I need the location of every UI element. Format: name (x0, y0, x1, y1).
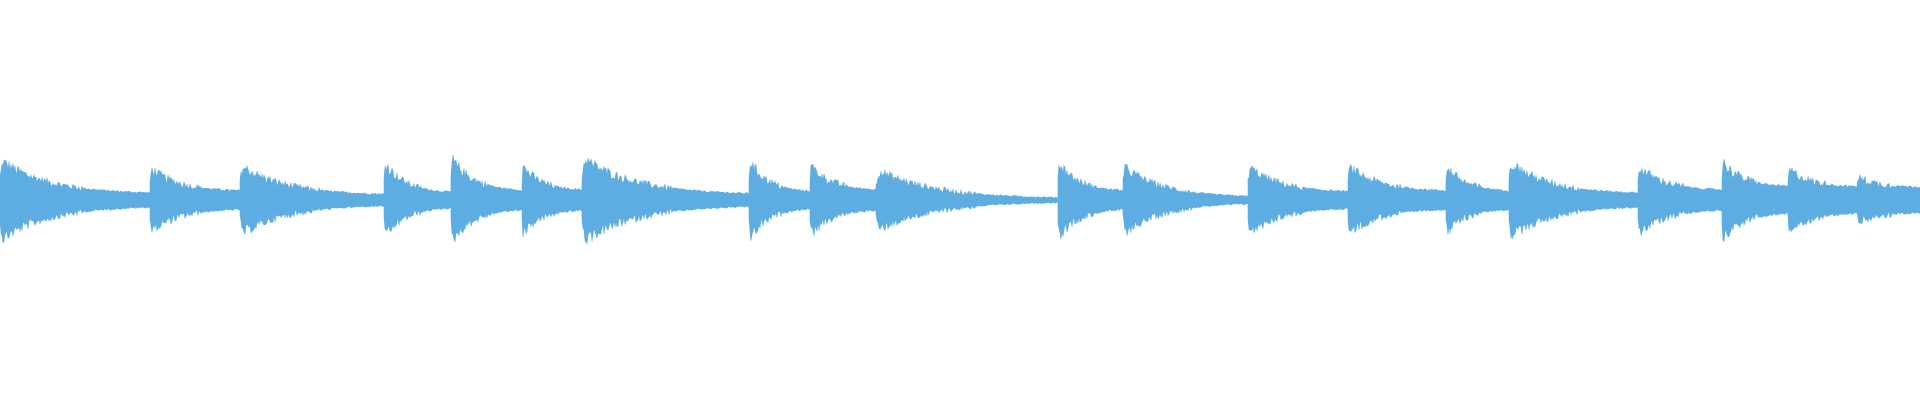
waveform-segment (239, 165, 385, 235)
waveform-segment (1637, 168, 1723, 236)
waveform-segment (581, 158, 750, 245)
waveform-segment (383, 164, 452, 232)
waveform-segment (521, 164, 583, 238)
waveform-segment (875, 169, 1059, 232)
waveform-segment (1787, 167, 1858, 233)
waveform-segment (1721, 159, 1789, 243)
waveform-segment (1057, 164, 1124, 240)
waveform-segment (1247, 164, 1349, 233)
waveform-segment (149, 167, 241, 233)
waveform-segment (1445, 168, 1510, 235)
waveform-segment (450, 155, 523, 243)
waveform-segment (1856, 174, 1920, 225)
waveform-segment (0, 159, 151, 244)
waveform-segment (809, 163, 877, 236)
waveform-segment (1347, 163, 1447, 234)
waveform-segment (748, 162, 811, 241)
waveform-segment (1122, 163, 1249, 236)
waveform-segment (1508, 162, 1639, 240)
waveform-layer (0, 155, 1920, 245)
